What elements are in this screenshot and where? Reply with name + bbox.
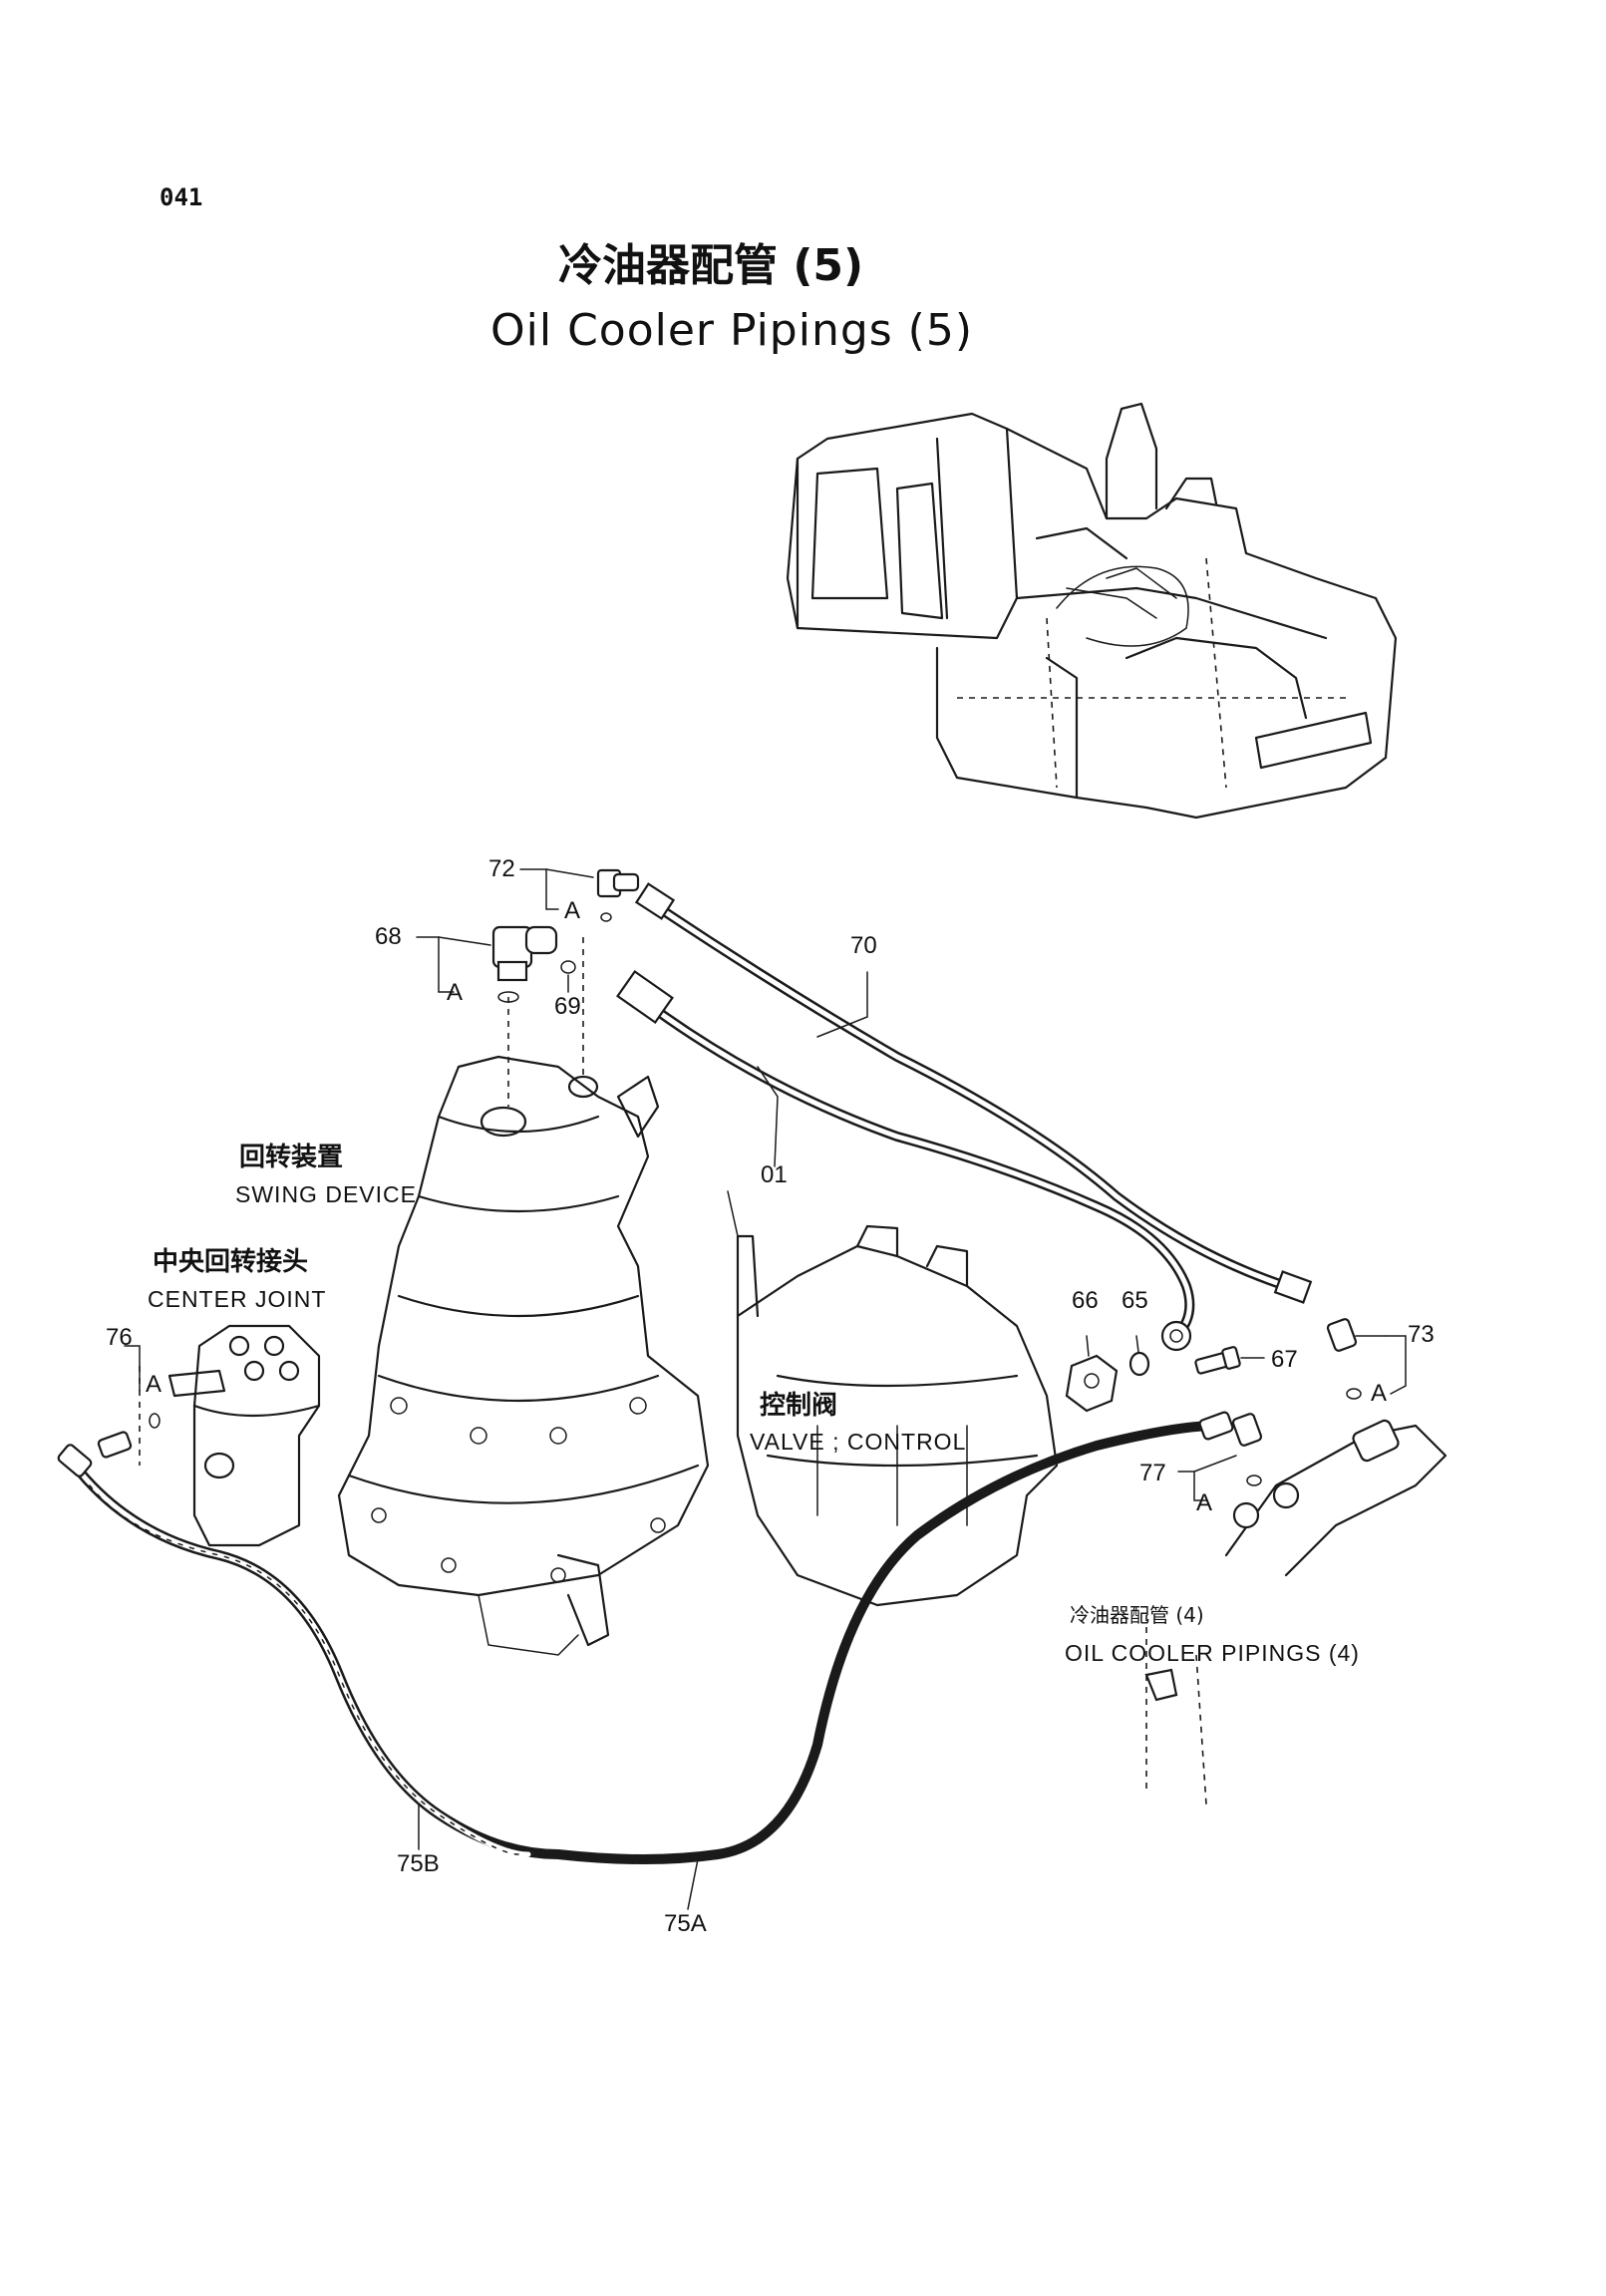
leader-lines xyxy=(124,868,1407,1910)
callout-67: 67 xyxy=(1271,1346,1298,1373)
page-title-chinese: 冷油器配管 (5) xyxy=(558,240,864,291)
callout-66: 66 xyxy=(1072,1287,1099,1314)
callout-70: 70 xyxy=(850,932,877,959)
control-valve-label-en: VALVE ; CONTROL xyxy=(750,1429,967,1455)
callout-72: 72 xyxy=(488,855,515,882)
callout-75a: 75A xyxy=(664,1910,707,1937)
parts-65-66-67 xyxy=(1065,1346,1241,1413)
callout-77: 77 xyxy=(1139,1460,1166,1486)
center-joint-label-en: CENTER JOINT xyxy=(148,1286,327,1312)
detail-mark-a-73: A xyxy=(1371,1380,1388,1407)
hose-70 xyxy=(634,882,1313,1304)
callout-73: 73 xyxy=(1408,1321,1435,1348)
oil-cooler-4-label-cn: 冷油器配管 (4) xyxy=(1070,1603,1204,1627)
oil-cooler-4-label-en: OIL COOLER PIPINGS (4) xyxy=(1065,1640,1360,1666)
callout-75b: 75B xyxy=(397,1850,440,1877)
fitting-68 xyxy=(491,925,558,1003)
center-joint-drawing xyxy=(139,1324,321,1547)
fittings-73-77 xyxy=(1144,1318,1447,1805)
detail-mark-a-77: A xyxy=(1196,1489,1213,1516)
swing-device-drawing xyxy=(337,937,710,1656)
control-valve-drawing xyxy=(736,1224,1059,1607)
fitting-72 xyxy=(596,868,640,922)
swing-device-label-cn: 回转装置 xyxy=(239,1143,344,1172)
fitting-76 xyxy=(97,1413,161,1459)
oring-69 xyxy=(560,960,576,974)
callout-69: 69 xyxy=(554,993,581,1020)
control-valve-label-cn: 控制阀 xyxy=(760,1391,838,1421)
swing-device-label-en: SWING DEVICE xyxy=(235,1181,417,1207)
detail-mark-a-72: A xyxy=(564,897,581,924)
callout-65: 65 xyxy=(1122,1287,1148,1314)
detail-mark-a-68: A xyxy=(447,979,464,1006)
callout-01: 01 xyxy=(761,1161,788,1188)
hose-01 xyxy=(616,969,1195,1352)
callout-68: 68 xyxy=(375,923,402,950)
page-number: 041 xyxy=(160,183,203,211)
excavator-overview xyxy=(786,402,1398,820)
page-title-english: Oil Cooler Pipings (5) xyxy=(490,305,973,356)
center-joint-label-cn: 中央回转接头 xyxy=(153,1247,309,1277)
callout-76: 76 xyxy=(106,1324,133,1351)
hose-75 xyxy=(57,1411,1234,1864)
detail-mark-a-76: A xyxy=(146,1371,162,1398)
